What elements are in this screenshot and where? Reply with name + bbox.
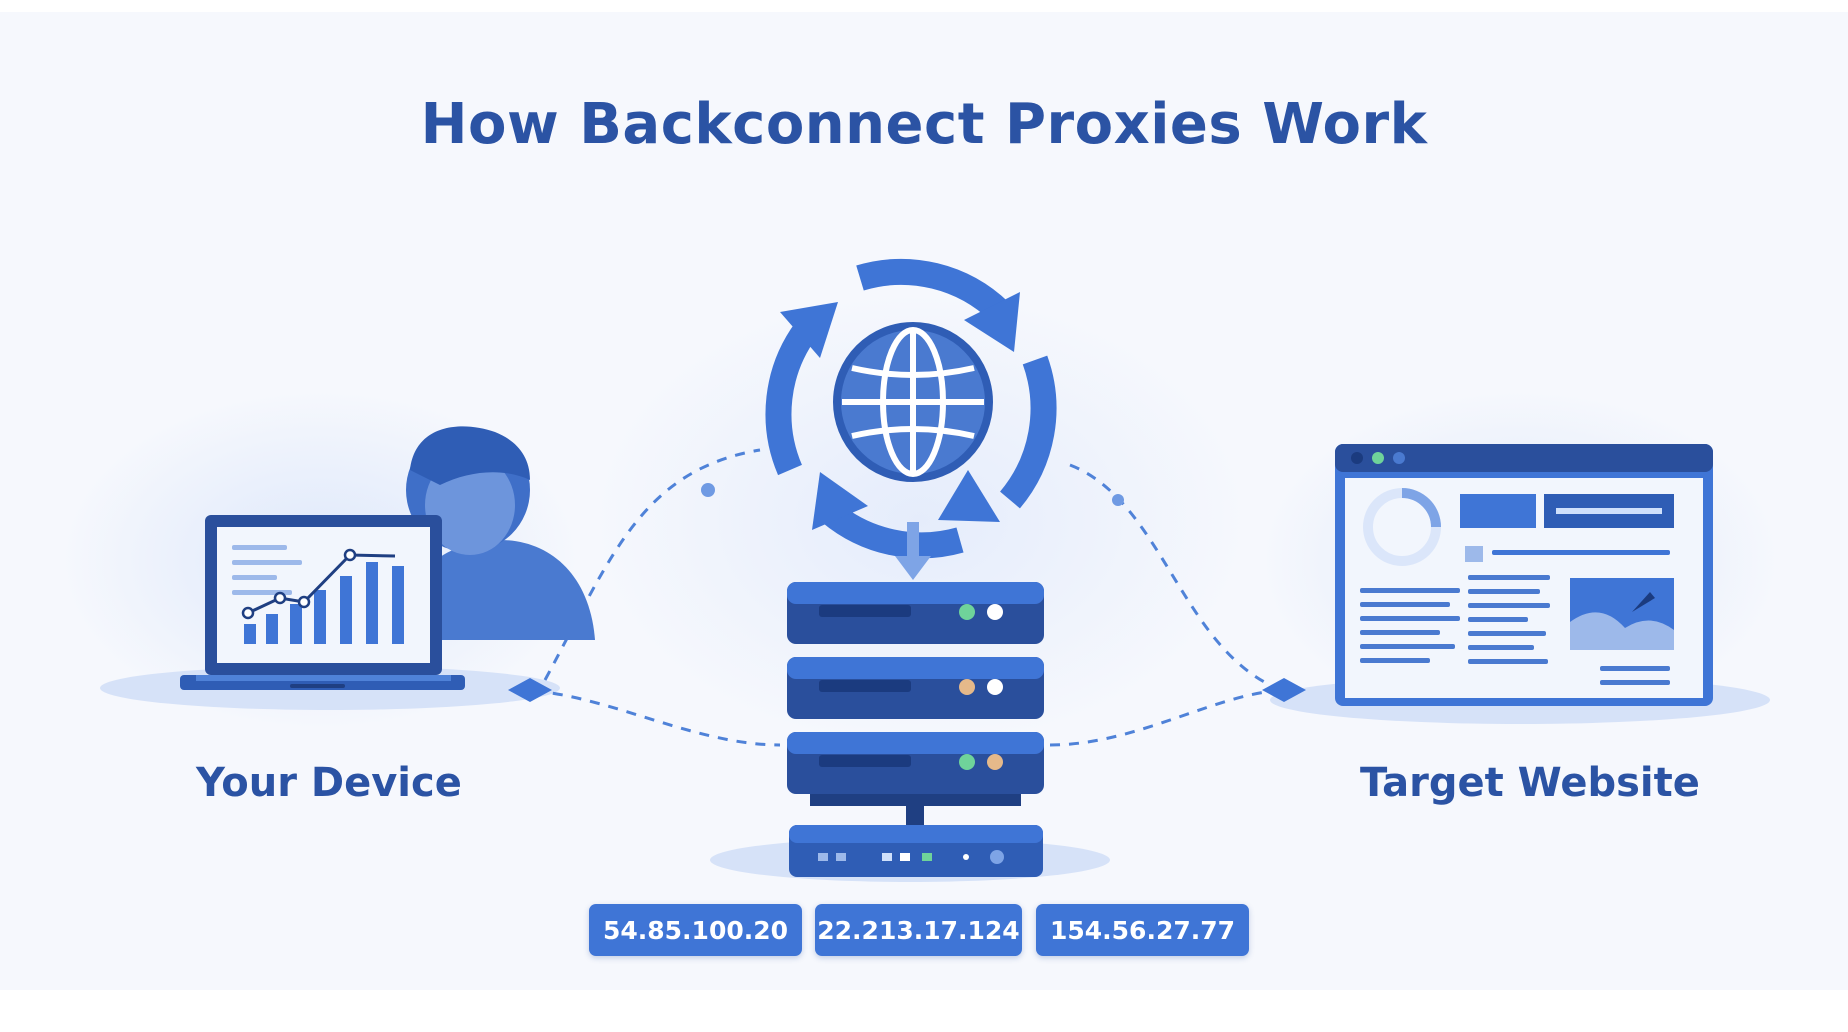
browser-window-icon xyxy=(1335,444,1713,706)
rotation-arc-right xyxy=(999,355,1057,509)
connection-diamonds xyxy=(508,483,1306,702)
server-unit-3 xyxy=(787,732,1044,794)
connection-paths xyxy=(514,448,1291,747)
device-label: Your Device xyxy=(196,760,462,806)
server-unit-1 xyxy=(787,582,1044,644)
webpage-image-icon xyxy=(1570,578,1674,650)
path-device-to-server xyxy=(514,688,781,747)
target-website-label: Target Website xyxy=(1360,760,1700,806)
ip-address-badge: 22.213.17.124 xyxy=(815,904,1022,956)
server-unit-2 xyxy=(787,657,1044,719)
ip-address-badge: 154.56.27.77 xyxy=(1036,904,1249,956)
rotation-arc-top xyxy=(856,258,1010,322)
person-icon xyxy=(400,426,595,640)
device-illustration xyxy=(180,426,595,690)
laptop-chart-icon xyxy=(232,545,404,644)
webpage-loading-spinner-icon xyxy=(1363,488,1441,566)
rotating-globe-icon xyxy=(765,258,1057,580)
path-device-to-rotation xyxy=(543,448,761,681)
diamond-left xyxy=(508,678,552,702)
laptop-icon xyxy=(180,515,465,690)
diamond-right xyxy=(1262,678,1306,702)
rotation-arc-left xyxy=(765,322,817,476)
server-stack-icon xyxy=(787,582,1044,877)
rotation-arc-bottom xyxy=(821,501,964,559)
server-base xyxy=(789,825,1043,877)
diagram-title: How Backconnect Proxies Work xyxy=(420,92,1428,157)
ip-address-badge: 54.85.100.20 xyxy=(589,904,802,956)
